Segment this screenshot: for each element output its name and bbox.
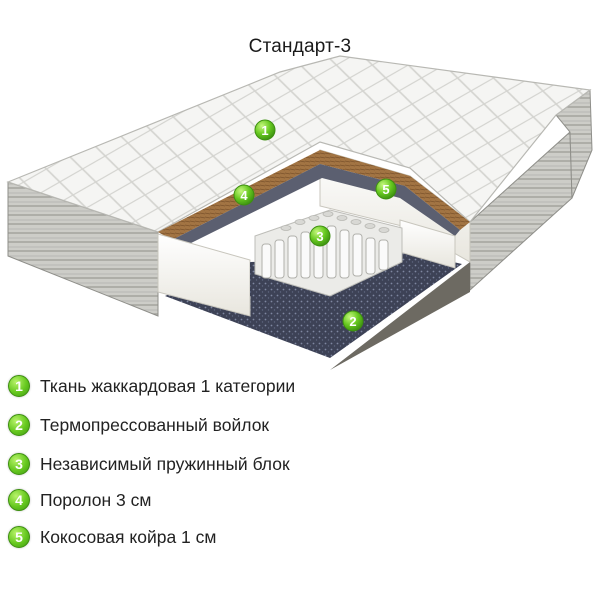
legend-label-1: Ткань жаккардовая 1 категории (40, 375, 296, 396)
legend-item-3: 3 Независимый пружинный блок (8, 450, 290, 478)
mattress-illustration: 1 5 4 3 2 (6, 55, 593, 370)
legend-badge-4: 4 (8, 489, 30, 511)
svg-text:4: 4 (240, 188, 248, 203)
product-title: Стандарт-3 (248, 36, 352, 57)
svg-text:3: 3 (316, 229, 323, 244)
legend-item-5: 5 Кокосовая койра 1 см (8, 523, 216, 551)
legend-item-2: 2 Термопрессованный войлок (8, 411, 269, 439)
legend-label-3: Независимый пружинный блок (40, 453, 290, 474)
legend-item-4: 4 Поролон 3 см (8, 486, 151, 514)
spring-block (254, 209, 403, 297)
svg-text:2: 2 (349, 314, 356, 329)
coir-layer-top (158, 150, 470, 240)
legend-badge-5: 5 (8, 526, 30, 548)
legend-item-1: 1 Ткань жаккардовая 1 категории (8, 372, 295, 400)
marker-5: 5 (375, 178, 397, 200)
legend-label-4: Поролон 3 см (40, 489, 152, 510)
marker-1: 1 (254, 119, 276, 141)
legend-label-2: Термопрессованный войлок (40, 414, 270, 435)
foam-layer-left (157, 233, 251, 317)
legend-badge-1: 1 (8, 375, 30, 397)
marker-4: 4 (233, 184, 255, 206)
marker-3: 3 (309, 225, 331, 247)
mattress-side-fabric (7, 89, 593, 317)
legend-badge-2: 2 (8, 414, 30, 436)
svg-text:5: 5 (382, 182, 389, 197)
marker-2: 2 (342, 310, 364, 332)
svg-text:1: 1 (261, 123, 268, 138)
legend-badge-3: 3 (8, 453, 30, 475)
legend-label-5: Кокосовая койра 1 см (40, 526, 217, 547)
